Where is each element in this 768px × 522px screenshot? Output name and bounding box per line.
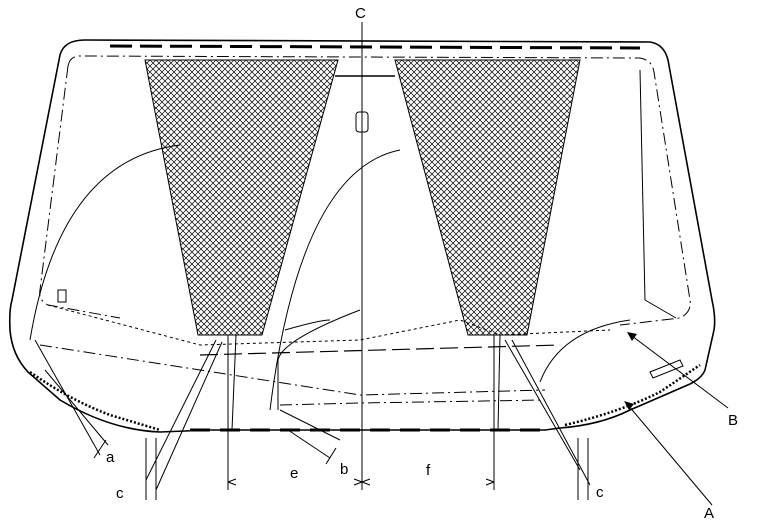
windshield-inner-left (39, 65, 121, 319)
wiper-arc-4 (277, 309, 361, 410)
leader-b-1 (279, 409, 341, 441)
wiper-right-2 (497, 334, 501, 431)
leader-B (631, 335, 729, 409)
label-a: a (106, 449, 115, 466)
wiper-arc-6 (639, 69, 677, 319)
dim-e-arrow-left (227, 478, 237, 486)
label-c-left: c (116, 485, 124, 502)
label-B: B (728, 412, 738, 429)
label-b: b (340, 461, 348, 478)
wiper-arc-1 (29, 144, 181, 341)
dash-line-4 (279, 399, 546, 406)
leader-A (627, 404, 713, 506)
windshield-inner-edge (67, 55, 691, 326)
label-e: e (290, 465, 298, 482)
leader-b-2 (287, 429, 331, 459)
top-band (109, 44, 641, 50)
wiper-zone-right (394, 59, 581, 336)
leader-a-tick (93, 439, 107, 459)
wiper-left-4 (155, 341, 223, 491)
wiper-right-4 (511, 339, 591, 486)
dim-f-arrow-right (485, 478, 495, 486)
leader-b-tick (325, 447, 337, 465)
wiper-zone-left (144, 59, 339, 336)
sensor-left (57, 289, 67, 303)
dim-f-arrow-left (361, 478, 371, 486)
label-f: f (426, 462, 431, 479)
wiper-arc-5 (539, 319, 631, 383)
leader-A-arrow (624, 401, 634, 410)
wiper-arc-2 (269, 149, 401, 411)
bottom-left-serration (29, 370, 161, 432)
dim-e-arrow-right (353, 478, 363, 486)
label-center: C (355, 5, 366, 22)
wiper-left-3 (145, 339, 217, 481)
label-c-right: c (596, 484, 604, 501)
dash-line-1 (199, 344, 561, 356)
leader-B-arrow (627, 332, 637, 341)
sensor-right (649, 359, 684, 379)
label-A: A (704, 505, 714, 522)
windshield-outer-edge (8, 39, 716, 433)
wiper-arc-3 (284, 319, 331, 331)
wiper-left-2 (231, 334, 237, 431)
dash-line-3 (47, 304, 611, 346)
dash-line-2 (39, 344, 546, 396)
wiper-right-3 (504, 339, 581, 471)
bottom-right-serration (564, 363, 701, 427)
leader-a-2 (44, 369, 109, 446)
